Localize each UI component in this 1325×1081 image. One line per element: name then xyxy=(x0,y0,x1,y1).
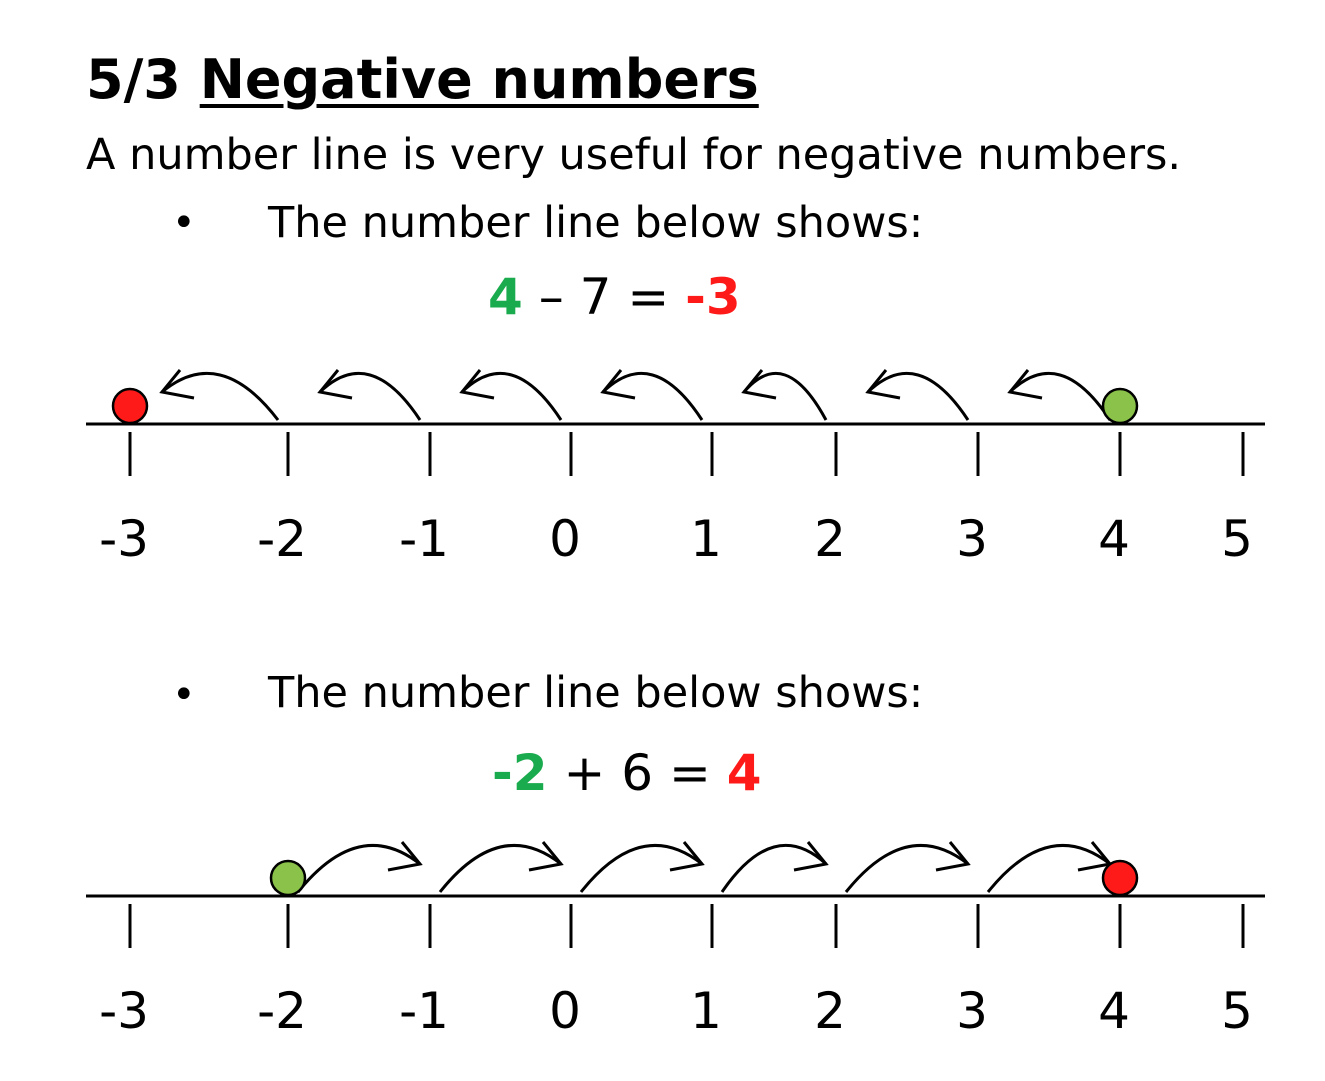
eq1-start: 4 xyxy=(488,268,523,326)
intro-text: A number line is very useful for negativ… xyxy=(86,130,1182,180)
hop-arrow xyxy=(579,843,703,893)
hop-arrow xyxy=(1008,372,1112,421)
tick-label: 2 xyxy=(814,510,846,568)
hop-arrow xyxy=(318,372,422,421)
example-2-label: The number line below shows: xyxy=(268,668,924,718)
example-2-equation: -2 + 6 = 4 xyxy=(492,744,762,802)
hop-arrow xyxy=(986,843,1111,893)
hop-arrow xyxy=(601,372,704,421)
tick-label: 0 xyxy=(549,982,581,1040)
arrowhead xyxy=(1077,841,1113,872)
tick-label: 3 xyxy=(956,510,988,568)
arrowhead xyxy=(459,369,495,400)
start-dot xyxy=(269,859,307,897)
tick-label: -2 xyxy=(257,510,307,568)
tick-label: 2 xyxy=(814,982,846,1040)
hop-arrow xyxy=(742,372,828,421)
hop-arrow xyxy=(438,843,562,893)
arrowhead xyxy=(528,841,564,872)
hop-arrow xyxy=(866,372,970,421)
tick-label: 5 xyxy=(1221,510,1253,568)
arrowhead xyxy=(793,841,829,872)
hop-arrow xyxy=(161,371,280,421)
arrowhead xyxy=(159,369,195,400)
tick-label: 1 xyxy=(690,510,722,568)
arrowhead xyxy=(387,841,423,872)
arrowhead xyxy=(865,369,901,400)
tick-label: 4 xyxy=(1098,510,1130,568)
tick-label: 0 xyxy=(549,510,581,568)
eq2-start: -2 xyxy=(492,744,548,802)
bullet-2: • xyxy=(172,672,196,718)
hop-arrow xyxy=(460,372,563,421)
tick-label: -3 xyxy=(99,982,149,1040)
end-dot xyxy=(1101,859,1139,897)
eq1-result: -3 xyxy=(685,268,741,326)
arrowhead xyxy=(741,369,777,400)
tick-label: 4 xyxy=(1098,982,1130,1040)
number-line-2: -3 -2 -1 0 1 2 3 4 5 xyxy=(86,841,1265,1040)
example-1-label: The number line below shows: xyxy=(268,198,924,248)
hop-arrow xyxy=(296,843,421,893)
eq1-operator: – xyxy=(538,268,564,326)
tick-label: -2 xyxy=(257,982,307,1040)
arrowhead xyxy=(669,841,705,872)
bullet-1: • xyxy=(172,200,196,246)
arrowhead xyxy=(935,841,971,872)
number-line-1: -3 -2 -1 0 1 2 3 4 5 xyxy=(86,369,1265,568)
hop-arrow xyxy=(720,843,828,893)
eq2-equals: = xyxy=(668,744,711,802)
section-title: Negative numbers xyxy=(199,48,759,111)
arrowhead xyxy=(1007,369,1043,400)
section-number: 5/3 xyxy=(86,48,181,111)
tick-label: 1 xyxy=(690,982,722,1040)
eq2-operator: + xyxy=(563,744,606,802)
tick-label: -3 xyxy=(99,510,149,568)
example-1-equation: 4 – 7 = -3 xyxy=(488,268,741,326)
start-dot xyxy=(1101,387,1139,425)
arrowhead xyxy=(600,369,636,400)
eq1-equals: = xyxy=(627,268,670,326)
arrowhead xyxy=(317,369,353,400)
tick-label: 3 xyxy=(956,982,988,1040)
eq2-amount: 6 xyxy=(621,744,654,802)
end-dot xyxy=(111,387,149,425)
tick-label: -1 xyxy=(399,982,449,1040)
page-title: 5/3 Negative numbers xyxy=(86,48,759,111)
tick-label: -1 xyxy=(399,510,449,568)
eq1-amount: 7 xyxy=(579,268,612,326)
tick-label: 5 xyxy=(1221,982,1253,1040)
eq2-result: 4 xyxy=(726,744,762,802)
hop-arrow xyxy=(844,843,969,893)
